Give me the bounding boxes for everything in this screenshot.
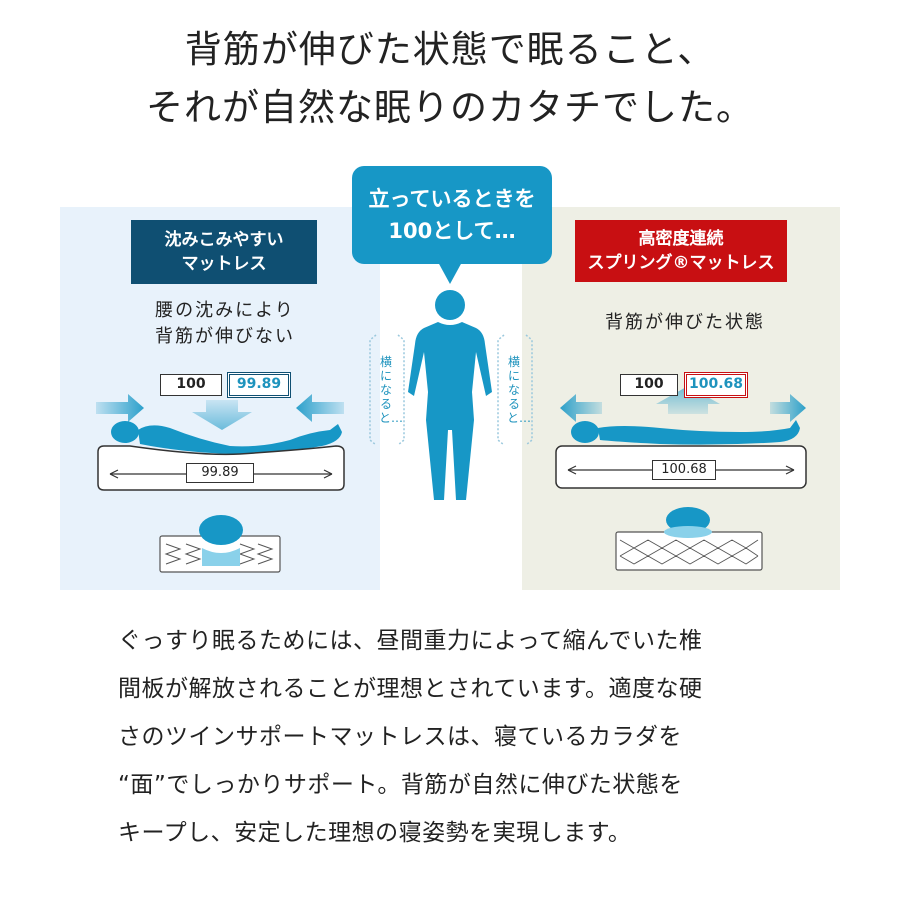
lying-down-text-right: 横になると… <box>507 355 532 425</box>
spring-mattress-length: 100.68 <box>652 460 716 480</box>
spring-mattress-tag-line2: スプリング®マットレス <box>587 253 775 273</box>
soft-measured-value: 99.89 <box>227 372 291 398</box>
standing-person-icon <box>408 290 492 500</box>
standing-comparison-bubble: 立っているときを 100として… <box>352 166 552 264</box>
dense-spring-icon <box>615 507 763 571</box>
lying-down-text-left: 横になると… <box>379 355 404 425</box>
spring-mattress-tag-line1: 高密度連続 <box>638 229 724 249</box>
spring-measured-value: 100.68 <box>684 372 748 398</box>
description-line-4: “面”でしっかりサポート。背筋が自然に伸びた状態を <box>118 772 683 798</box>
soft-reference-value: 100 <box>160 374 222 396</box>
description-line-5: キープし、安定した理想の寝姿勢を実現します。 <box>118 820 632 846</box>
description-line-2: 間板が解放されることが理想とされています。適度な硬 <box>118 676 703 702</box>
spring-mattress-caption: 背筋が伸びた状態 <box>605 312 765 333</box>
description-paragraph: ぐっすり眠るためには、昼間重力によって縮んでいた椎 間板が解放されることが理想と… <box>118 617 818 857</box>
soft-spring-icon <box>159 515 281 573</box>
inward-arrows-icon <box>96 394 344 430</box>
bubble-tail <box>438 262 462 284</box>
spring-mattress-tag: 高密度連続 スプリング®マットレス <box>575 220 787 282</box>
soft-caption-line2: 背筋が伸びない <box>155 326 295 347</box>
headline-line-1: 背筋が伸びた状態で眠ること、 <box>184 28 716 71</box>
headline-line-2: それが自然な眠りのカタチでした。 <box>146 86 754 129</box>
soft-caption-line1: 腰の沈みにより <box>155 300 295 321</box>
bubble-line2: 100として… <box>388 219 516 243</box>
lying-person-firm-icon <box>571 420 800 445</box>
soft-mattress-caption: 腰の沈みにより 背筋が伸びない <box>120 298 330 350</box>
outward-arrows-icon <box>560 386 806 422</box>
soft-mattress-length: 99.89 <box>186 463 254 483</box>
soft-mattress-tag-line2: マットレス <box>181 254 267 274</box>
soft-mattress-tag-line1: 沈みこみやすい <box>164 230 284 250</box>
spring-reference-value: 100 <box>620 374 678 396</box>
lying-person-soft-icon <box>111 421 342 454</box>
chevron-left-dotted-icon <box>369 334 405 446</box>
chevron-right-dotted-icon <box>497 334 533 446</box>
description-line-3: さのツインサポートマットレスは、寝ているカラダを <box>118 724 682 750</box>
description-line-1: ぐっすり眠るためには、昼間重力によって縮んでいた椎 <box>118 628 703 654</box>
soft-mattress-tag: 沈みこみやすい マットレス <box>131 220 317 284</box>
bubble-line1: 立っているときを <box>368 187 536 211</box>
